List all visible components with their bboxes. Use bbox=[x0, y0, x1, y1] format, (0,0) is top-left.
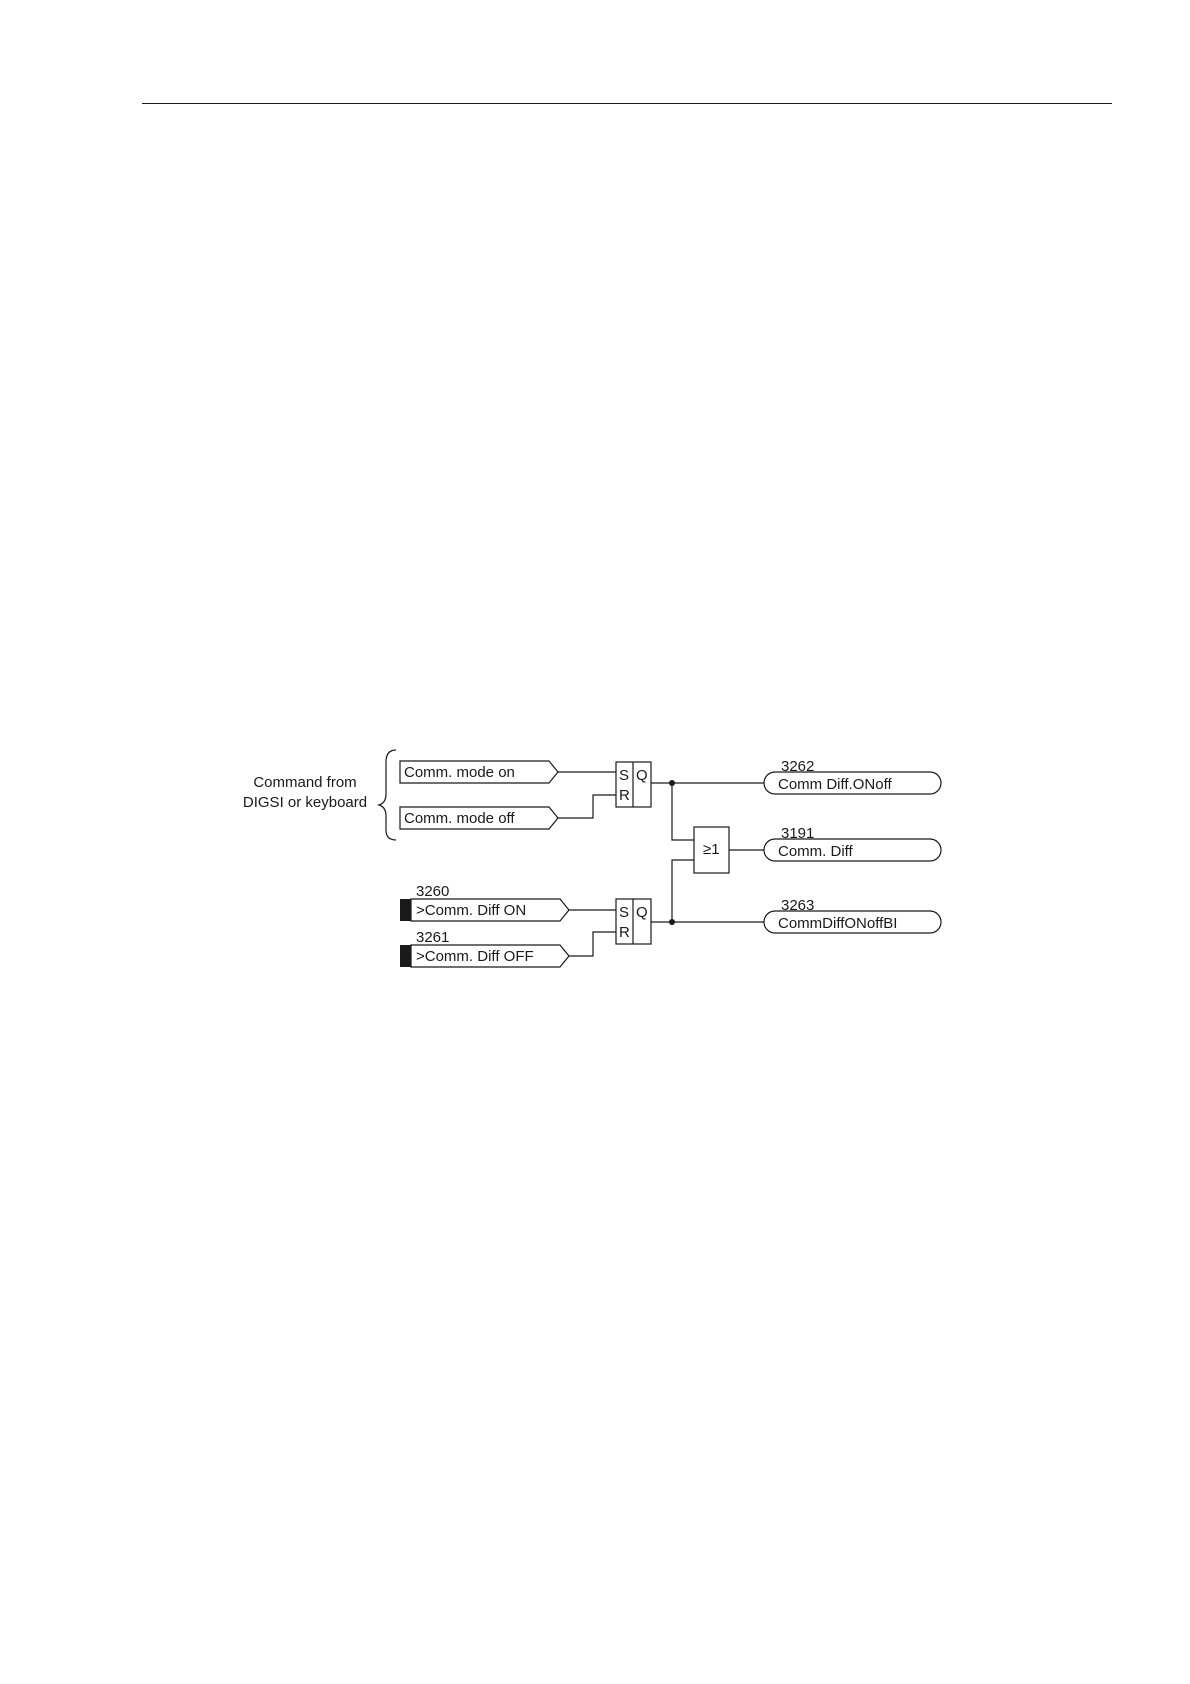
signal-number: 3261 bbox=[416, 929, 449, 946]
input-comm-mode-on: Comm. mode on bbox=[400, 761, 558, 783]
input-comm-mode-off: Comm. mode off bbox=[400, 807, 558, 829]
input-label: >Comm. Diff OFF bbox=[416, 948, 534, 965]
input-label: >Comm. Diff ON bbox=[416, 902, 526, 919]
wires bbox=[558, 772, 764, 956]
output-label: Q bbox=[636, 767, 648, 784]
or-gate-label: ≥1 bbox=[703, 841, 720, 858]
input-label: Comm. mode on bbox=[404, 764, 515, 781]
binary-input-3261: 3261 >Comm. Diff OFF bbox=[400, 929, 569, 967]
output-3263: 3263 CommDiffONoffBI bbox=[764, 897, 941, 933]
set-label: S bbox=[619, 904, 629, 921]
binary-input-marker bbox=[400, 945, 411, 967]
reset-label: R bbox=[619, 924, 630, 941]
binary-input-marker bbox=[400, 899, 411, 921]
brace-label-line1: Command from bbox=[253, 774, 356, 791]
junction-dot bbox=[669, 919, 675, 925]
output-3191: 3191 Comm. Diff bbox=[764, 825, 941, 861]
input-label: Comm. mode off bbox=[404, 810, 515, 827]
flipflop-upper: S R Q bbox=[616, 762, 651, 807]
output-label: Comm. Diff bbox=[778, 843, 854, 860]
output-label: Comm Diff.ONoff bbox=[778, 776, 892, 793]
reset-label: R bbox=[619, 787, 630, 804]
command-source-brace: Command from DIGSI or keyboard bbox=[243, 750, 396, 840]
or-gate: ≥1 bbox=[694, 827, 729, 873]
junction-dot bbox=[669, 780, 675, 786]
set-label: S bbox=[619, 767, 629, 784]
signal-number: 3260 bbox=[416, 883, 449, 900]
output-label: Q bbox=[636, 904, 648, 921]
brace-label-line2: DIGSI or keyboard bbox=[243, 794, 367, 811]
output-3262: 3262 Comm Diff.ONoff bbox=[764, 758, 941, 794]
output-label: CommDiffONoffBI bbox=[778, 915, 897, 932]
flipflop-lower: S R Q bbox=[616, 899, 651, 944]
binary-input-3260: 3260 >Comm. Diff ON bbox=[400, 883, 569, 921]
